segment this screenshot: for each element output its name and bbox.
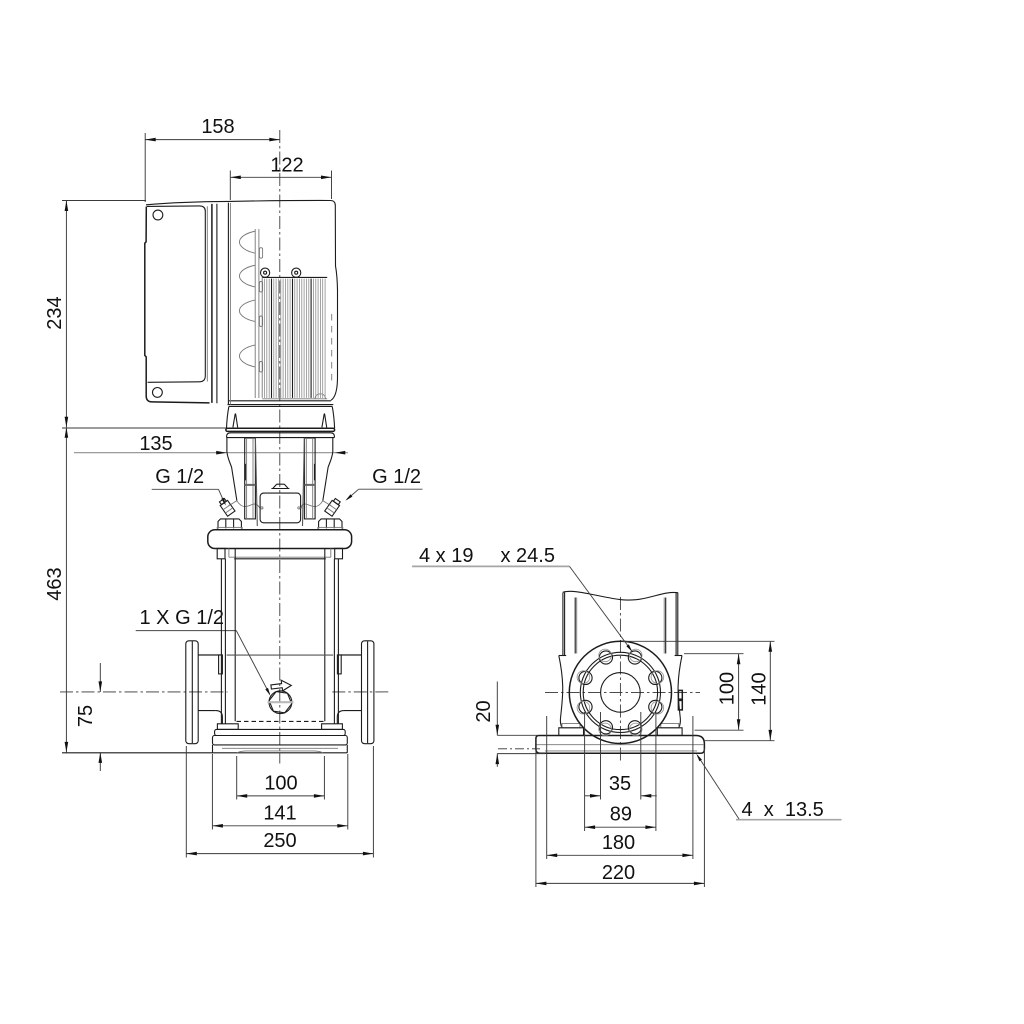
svg-text:100: 100 bbox=[264, 773, 297, 795]
svg-text:463: 463 bbox=[44, 567, 66, 600]
svg-text:158: 158 bbox=[201, 116, 234, 138]
svg-text:G 1/2: G 1/2 bbox=[372, 466, 421, 488]
svg-text:89: 89 bbox=[610, 804, 632, 826]
svg-text:141: 141 bbox=[263, 803, 296, 825]
svg-text:250: 250 bbox=[263, 830, 296, 852]
svg-text:4 x 19: 4 x 19 bbox=[419, 545, 473, 567]
svg-text:35: 35 bbox=[609, 773, 631, 795]
svg-text:140: 140 bbox=[748, 672, 770, 705]
svg-text:135: 135 bbox=[139, 433, 172, 455]
svg-text:234: 234 bbox=[44, 296, 66, 329]
svg-text:180: 180 bbox=[602, 832, 635, 854]
svg-text:G 1/2: G 1/2 bbox=[155, 466, 204, 488]
svg-text:220: 220 bbox=[602, 862, 635, 884]
svg-text:20: 20 bbox=[473, 700, 495, 722]
svg-text:4 x 13.5: 4 x 13.5 bbox=[742, 799, 824, 821]
svg-text:100: 100 bbox=[717, 672, 739, 705]
svg-text:75: 75 bbox=[75, 705, 97, 727]
svg-text:x 24.5: x 24.5 bbox=[501, 545, 555, 567]
svg-text:1 X G 1/2: 1 X G 1/2 bbox=[140, 607, 225, 629]
svg-text:122: 122 bbox=[270, 155, 303, 177]
